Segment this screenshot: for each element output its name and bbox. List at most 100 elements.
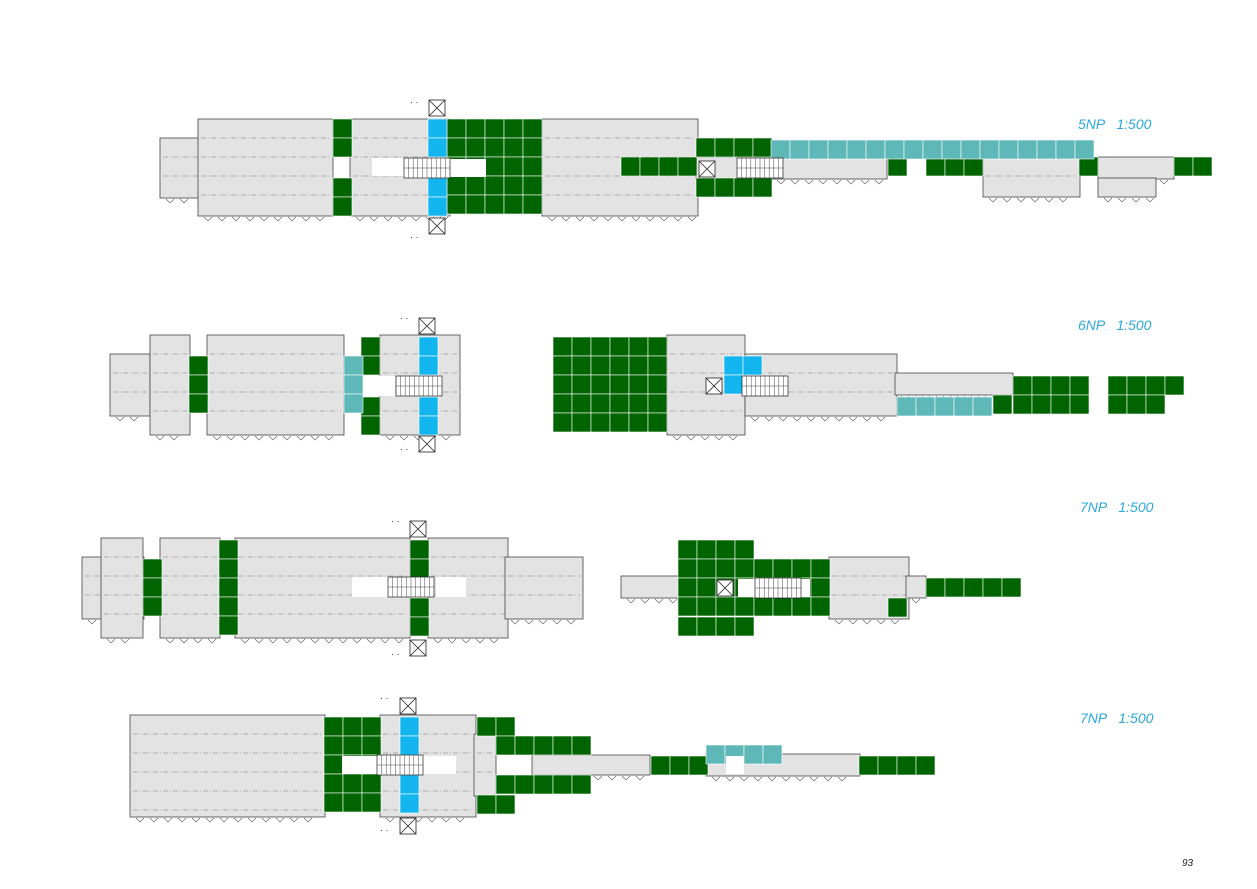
elevator-icon	[399, 817, 417, 835]
terrace-block-cell	[647, 355, 668, 376]
terrace-block-cell	[810, 558, 831, 579]
section-marker: · ·	[380, 825, 389, 835]
terrace-block-cell	[647, 374, 668, 395]
terrace-block-cell	[1031, 394, 1052, 415]
terrace-block-cell	[772, 558, 793, 579]
staircase-icon	[736, 157, 784, 179]
core-block	[427, 118, 448, 158]
terrace-block-cell	[142, 577, 163, 598]
terrace-block-cell	[650, 755, 671, 776]
terrace-block-cell	[677, 577, 698, 598]
terrace-block-cell	[620, 156, 641, 177]
terrace-block-cell	[342, 792, 363, 813]
core-block	[399, 716, 420, 756]
terrace-block-cell	[647, 336, 668, 357]
staircase-steps	[404, 158, 450, 178]
elevator-icon	[428, 217, 446, 235]
terrace-block-cell	[628, 355, 649, 376]
terrace-block-cell	[733, 137, 754, 158]
core-block	[427, 177, 448, 217]
terrace-block-cell	[514, 735, 535, 756]
room-block	[159, 537, 221, 644]
terrace-block-cell	[484, 175, 505, 196]
terrace-block-cell	[734, 539, 755, 560]
terrace-block-cell	[361, 792, 382, 813]
room-block-fill	[473, 733, 497, 797]
terrace-block-cell	[696, 577, 717, 598]
balcony-block-cell	[827, 139, 848, 160]
terrace-block-cell	[571, 336, 592, 357]
elevator-icon	[418, 317, 436, 335]
terrace-block-cell	[446, 194, 467, 215]
room-block	[770, 156, 888, 185]
terrace-block-cell	[342, 735, 363, 756]
terrace-block-cell	[1012, 394, 1033, 415]
terrace-block-cell	[714, 137, 735, 158]
terrace-block-cell	[332, 196, 353, 217]
terrace-block-cell	[696, 596, 717, 617]
terrace-block	[887, 156, 908, 177]
terrace-block-cell	[810, 577, 831, 598]
balcony-block-cell	[770, 139, 791, 160]
terrace-block-cell	[877, 755, 898, 776]
elevator-icon	[418, 435, 436, 453]
terrace-block	[360, 396, 381, 436]
terrace-block-cell	[484, 194, 505, 215]
terrace-block	[992, 394, 1013, 415]
terrace-block-cell	[522, 118, 543, 139]
terrace-block-cell	[409, 539, 430, 560]
facade-edge	[385, 435, 451, 441]
staircase-steps	[388, 577, 434, 597]
terrace-block-cell	[695, 137, 716, 158]
terrace-block-cell	[887, 156, 908, 177]
elevator-icon	[399, 697, 417, 715]
facade-edge	[510, 619, 576, 625]
facade-edge	[355, 216, 449, 222]
core-block-cell	[399, 716, 420, 737]
room-block-fill	[206, 334, 345, 436]
terrace-block-cell	[142, 596, 163, 617]
open-void	[726, 756, 744, 774]
terrace-block-cell	[552, 774, 573, 795]
terrace-block-cell	[409, 597, 430, 618]
open-void	[372, 158, 406, 176]
room-block-fill	[894, 372, 1014, 396]
terrace-block-cell	[552, 336, 573, 357]
terrace-block-cell	[533, 774, 554, 795]
terrace-block-cell	[677, 616, 698, 637]
page-number: 93	[1182, 858, 1194, 869]
room-block-fill	[982, 156, 1081, 198]
core-block-cell	[418, 396, 439, 417]
terrace-block	[188, 355, 209, 414]
terrace-block-cell	[590, 374, 611, 395]
terrace-block-cell	[465, 194, 486, 215]
terrace-block	[1012, 375, 1090, 415]
terrace-block-cell	[188, 374, 209, 395]
facade-edge	[711, 776, 847, 782]
terrace-block-cell	[791, 596, 812, 617]
terrace-block-cell	[590, 355, 611, 376]
terrace-block-cell	[552, 735, 573, 756]
terrace-block-cell	[552, 355, 573, 376]
room-block-fill	[149, 334, 191, 436]
terrace-block-cell	[484, 137, 505, 158]
room-block-fill	[109, 353, 151, 417]
terrace-block-cell	[669, 755, 690, 776]
terrace-block-cell	[647, 412, 668, 433]
terrace-block-cell	[571, 374, 592, 395]
terrace-block-cell	[361, 735, 382, 756]
room-block	[504, 556, 584, 625]
terrace-block-cell	[752, 137, 773, 158]
room-block	[1097, 177, 1157, 203]
core-block-cell	[418, 355, 439, 376]
elevator-cross	[409, 520, 427, 538]
terrace-block-cell	[733, 177, 754, 198]
terrace-block-cell	[1069, 375, 1090, 396]
balcony-block-cell	[705, 744, 726, 765]
terrace-block	[925, 156, 984, 177]
room-block-fill	[905, 575, 927, 599]
terrace-block-cell	[476, 794, 497, 815]
terrace-block-cell	[342, 773, 363, 794]
terrace-block	[476, 716, 516, 737]
